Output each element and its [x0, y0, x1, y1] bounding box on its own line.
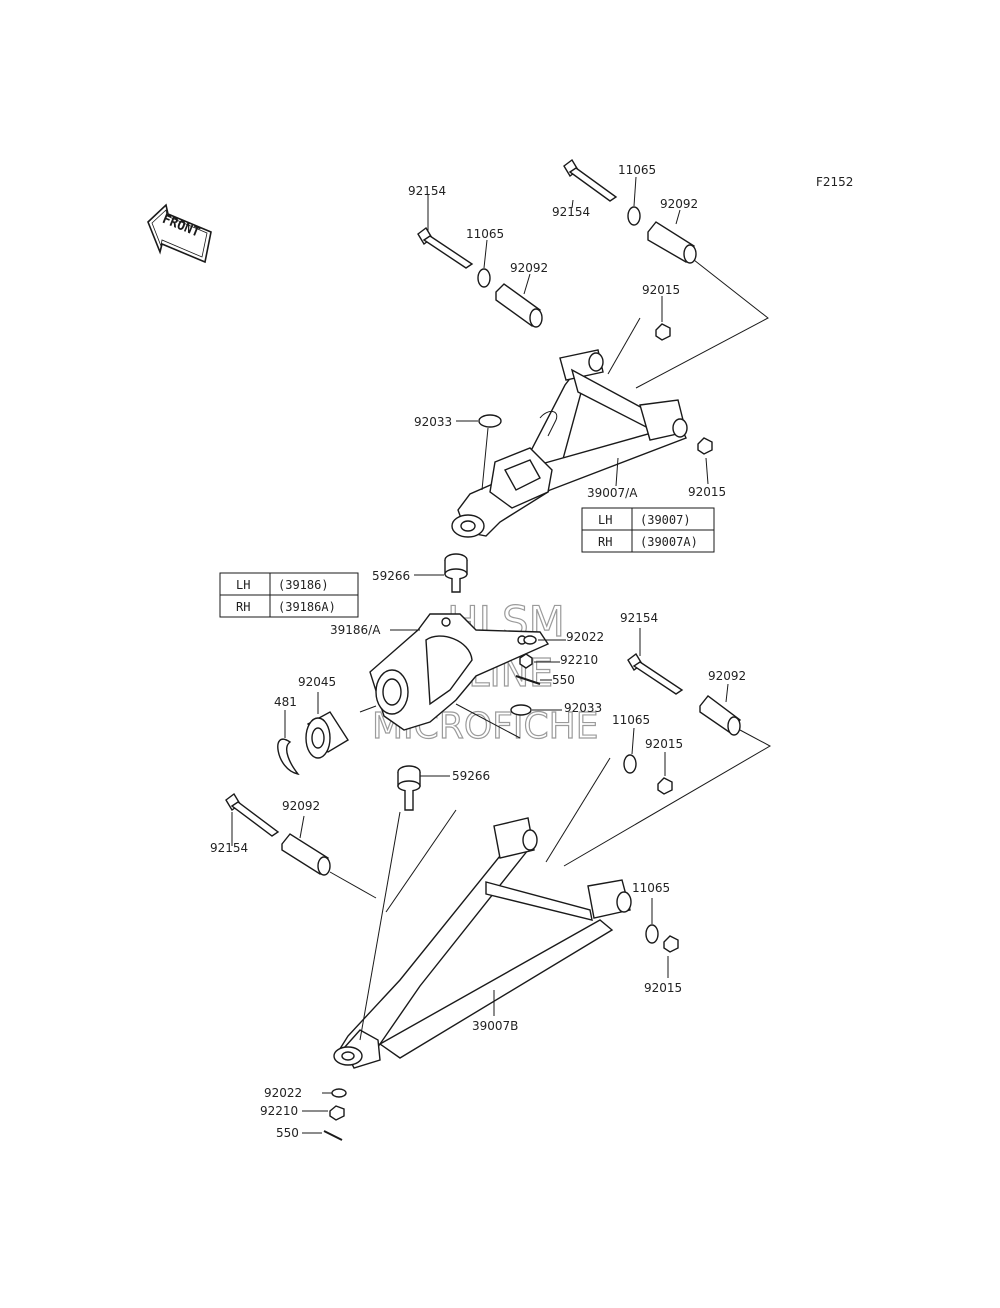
callout-92210: 92210 [260, 1104, 298, 1118]
pin-knuckle [515, 675, 541, 685]
nut-bottom [329, 1105, 345, 1121]
callout-92154: 92154 [408, 184, 446, 198]
washer-upper-left [477, 268, 491, 288]
table-row-rh-side: RH [598, 535, 612, 549]
lower-a-arm [333, 817, 632, 1069]
nut-upper-top [655, 323, 671, 341]
callout-92045: 92045 [298, 675, 336, 689]
callout-11065: 11065 [618, 163, 656, 177]
bushing-lower-right [699, 695, 741, 736]
bearing [305, 711, 349, 759]
seal-upper [478, 414, 502, 428]
callout-92092: 92092 [510, 261, 548, 275]
table-row-rh-side: RH [236, 600, 250, 614]
callout-92210: 92210 [560, 653, 598, 667]
callout-11065: 11065 [466, 227, 504, 241]
nut-knuckle [519, 653, 533, 669]
washer-bottom [331, 1088, 347, 1098]
callout-59266: 59266 [452, 769, 490, 783]
bolt-upper-left [417, 226, 474, 269]
callout-550: 550 [552, 673, 575, 687]
callout-92022: 92022 [566, 630, 604, 644]
figure-code: F2152 [816, 175, 853, 189]
washer-lower-mid [623, 754, 637, 774]
callout-92092: 92092 [282, 799, 320, 813]
pin-bottom [323, 1130, 343, 1141]
callout-92154: 92154 [620, 611, 658, 625]
callout-92022: 92022 [264, 1086, 302, 1100]
nut-lower-right [663, 935, 679, 953]
table-row-lh-side: LH [598, 513, 612, 527]
callout-550: 550 [276, 1126, 299, 1140]
callout-92033: 92033 [414, 415, 452, 429]
callout-92092: 92092 [660, 197, 698, 211]
callout-92015: 92015 [644, 981, 682, 995]
callout-59266: 59266 [372, 569, 410, 583]
bolt-lower-left [225, 792, 280, 837]
callout-92015: 92015 [642, 283, 680, 297]
callout-39007b: 39007B [472, 1019, 518, 1033]
table-row-rh-part: (39007A) [640, 535, 698, 549]
knuckle-table: LH (39186) RH (39186A) [219, 572, 359, 618]
callout-11065: 11065 [612, 713, 650, 727]
callout-11065: 11065 [632, 881, 670, 895]
table-row-lh-part: (39186) [278, 578, 329, 592]
callout-92033: 92033 [564, 701, 602, 715]
callout-labels: 92154 11065 92092 92154 11065 92092 9201… [210, 163, 746, 1140]
table-row-lh-side: LH [236, 578, 250, 592]
circlip [277, 738, 300, 776]
steering-knuckle [369, 613, 550, 731]
nut-lower-mid [657, 777, 673, 795]
callout-39186-a: 39186/A [330, 623, 381, 637]
ball-joint-upper [444, 553, 468, 593]
upper-a-arm [451, 349, 688, 538]
ball-joint-lower [397, 765, 421, 811]
callout-92154: 92154 [210, 841, 248, 855]
bolt-upper-right [563, 158, 618, 202]
callout-92015: 92015 [645, 737, 683, 751]
nut-upper-bottom [697, 437, 713, 455]
seal-knuckle [510, 704, 532, 716]
bushing-lower-left [281, 833, 331, 876]
washer-knuckle [523, 635, 537, 645]
bolt-lower-right [627, 652, 684, 695]
callout-92154: 92154 [552, 205, 590, 219]
bushing-upper-right [647, 221, 697, 264]
upper-arm-table: LH (39007) RH (39007A) [581, 507, 715, 553]
callout-481: 481 [274, 695, 297, 709]
callout-39007-a: 39007/A [587, 486, 638, 500]
front-arrow-icon: FRONT [147, 203, 212, 264]
washer-lower-right [645, 924, 659, 944]
callout-92015: 92015 [688, 485, 726, 499]
washer-upper-right [627, 206, 641, 226]
table-row-lh-part: (39007) [640, 513, 691, 527]
callout-92092: 92092 [708, 669, 746, 683]
bushing-upper-left [495, 283, 543, 328]
table-row-rh-part: (39186A) [278, 600, 336, 614]
